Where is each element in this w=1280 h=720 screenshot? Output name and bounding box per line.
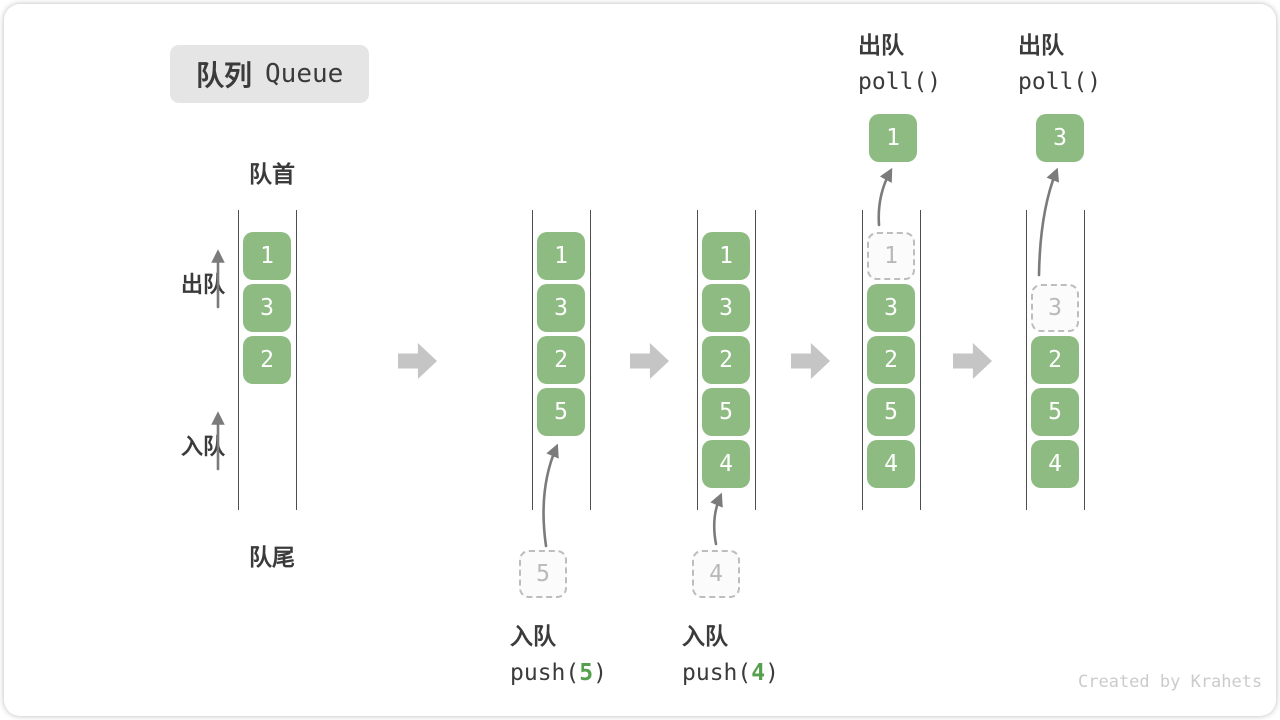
credit-text: Created by Krahets <box>1078 672 1263 692</box>
queue-cell-ghost: 3 <box>1031 284 1079 332</box>
dequeue-label: 出队 <box>181 272 226 297</box>
queue-cell: 5 <box>702 388 750 436</box>
queue-cell: 3 <box>537 284 585 332</box>
push-annotation: 入队 push(4) <box>682 618 779 691</box>
poll-annotation: 出队 poll() <box>858 27 941 100</box>
poll-annotation: 出队 poll() <box>1018 27 1101 100</box>
queue-cell: 1 <box>243 232 291 280</box>
queue-state-4 <box>862 210 921 510</box>
polled-value-box: 1 <box>869 114 917 162</box>
queue-cell: 1 <box>537 232 585 280</box>
push-arg: 5 <box>579 660 594 686</box>
queue-cell: 5 <box>867 388 915 436</box>
poll-annotation-zh: 出队 <box>1018 32 1064 58</box>
queue-cell: 2 <box>702 336 750 384</box>
queue-cell-ghost: 1 <box>867 232 915 280</box>
queue-cell: 3 <box>867 284 915 332</box>
poll-annotation-code: poll() <box>1018 69 1102 95</box>
queue-cell: 1 <box>702 232 750 280</box>
queue-cell: 2 <box>1031 336 1079 384</box>
push-annotation-code: push(4) <box>682 660 779 686</box>
poll-annotation-code: poll() <box>858 69 942 95</box>
queue-state-3 <box>697 210 756 510</box>
push-value-ghost-box: 4 <box>692 550 740 598</box>
polled-value-box: 3 <box>1036 114 1084 162</box>
push-arg: 4 <box>751 660 766 686</box>
title-en: Queue <box>265 59 344 89</box>
queue-cell: 4 <box>1031 440 1079 488</box>
step-arrow-icon <box>398 343 437 379</box>
queue-state-2 <box>532 210 591 510</box>
step-arrow-icon <box>791 343 830 379</box>
queue-state-5 <box>1026 210 1085 510</box>
title-badge: 队列 Queue <box>170 45 370 103</box>
queue-cell: 3 <box>702 284 750 332</box>
poll-annotation-zh: 出队 <box>858 32 904 58</box>
queue-state-1 <box>238 210 297 510</box>
queue-cell: 5 <box>1031 388 1079 436</box>
push-annotation-zh: 入队 <box>682 623 728 649</box>
step-arrow-icon <box>953 343 992 379</box>
queue-cell: 2 <box>537 336 585 384</box>
push-annotation-code: push(5) <box>510 660 607 686</box>
queue-cell: 5 <box>537 388 585 436</box>
title-zh: 队列 <box>196 60 253 91</box>
push-annotation-zh: 入队 <box>510 623 556 649</box>
enqueue-label: 入队 <box>181 434 226 459</box>
step-arrow-icon <box>630 343 669 379</box>
queue-cell: 2 <box>243 336 291 384</box>
queue-cell: 4 <box>702 440 750 488</box>
push-annotation: 入队 push(5) <box>510 618 607 691</box>
queue-rear-label: 队尾 <box>249 544 295 570</box>
queue-cell: 4 <box>867 440 915 488</box>
queue-cell: 3 <box>243 284 291 332</box>
push-value-ghost-box: 5 <box>519 550 567 598</box>
queue-cell: 2 <box>867 336 915 384</box>
queue-front-label: 队首 <box>249 161 295 187</box>
